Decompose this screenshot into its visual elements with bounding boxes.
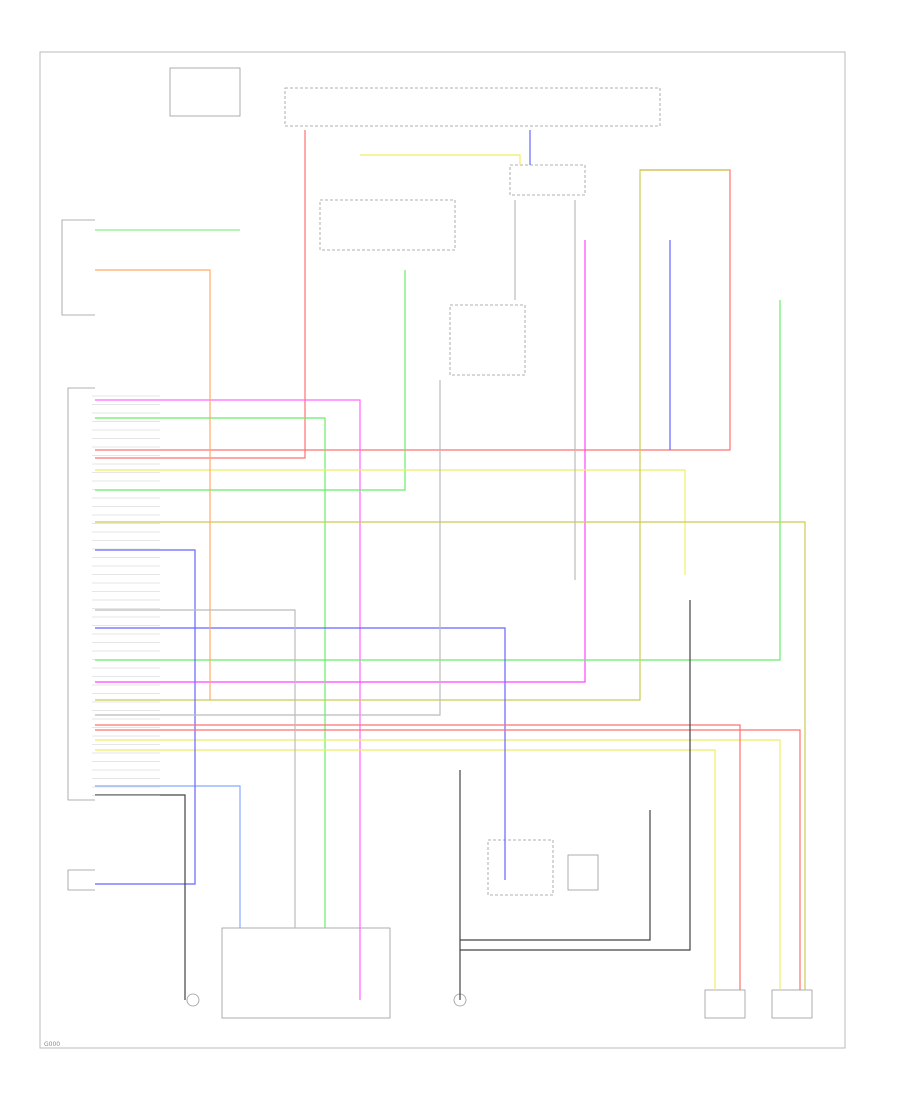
corner-label: G000: [44, 1041, 60, 1048]
wire-green-3: [95, 300, 781, 661]
wire-black-1: [95, 794, 186, 1000]
speed-sensor-1: [704, 989, 746, 1019]
tcm-box: [221, 927, 391, 1019]
speed-sensor-2: [771, 989, 813, 1019]
ground-1-symbol: [186, 993, 200, 1007]
wire-gray-2: [95, 380, 441, 716]
relay-block: [509, 164, 586, 196]
wire-yellow-3: [95, 749, 716, 990]
wire-magenta-1: [95, 240, 586, 683]
wire-red-1: [95, 169, 731, 451]
wire-olive-1: [95, 521, 806, 990]
component-outlines: [61, 67, 813, 1019]
ecu-pins: [92, 395, 160, 796]
neutral-switch: [449, 304, 526, 376]
wire-red-sensor: [95, 724, 741, 990]
diagram-frame: [39, 51, 846, 1049]
wire-pink-1: [95, 399, 361, 1000]
wire-yellow-2: [95, 739, 781, 990]
wire-olive-2: [95, 169, 730, 701]
wire-yellow-top: [360, 154, 521, 165]
ecu-connector-main: [67, 387, 95, 801]
fuse-panel: [284, 87, 661, 127]
wire-red-sensor-2: [95, 729, 801, 990]
wire-orange-1: [95, 269, 211, 700]
selector-switch: [319, 199, 456, 251]
wire-green-2: [95, 270, 406, 491]
control-valve-box: [487, 839, 554, 896]
wire-yellow-1: [95, 469, 686, 575]
wire-green-4: [95, 417, 326, 928]
wire-blue-1: [95, 627, 506, 880]
wire-black-3: [460, 600, 691, 951]
ecu-connector: [61, 219, 95, 316]
wire-blue-2: [95, 785, 241, 928]
wire-red-2: [95, 130, 306, 459]
wire-gray-1: [95, 609, 296, 928]
wire-harness: [95, 130, 806, 1000]
wire-blue-3: [95, 549, 196, 885]
wire-black-4: [460, 810, 651, 941]
fuse-box: [169, 67, 241, 117]
solenoid-box: [567, 854, 599, 891]
ecu-connector-lower: [67, 869, 95, 891]
